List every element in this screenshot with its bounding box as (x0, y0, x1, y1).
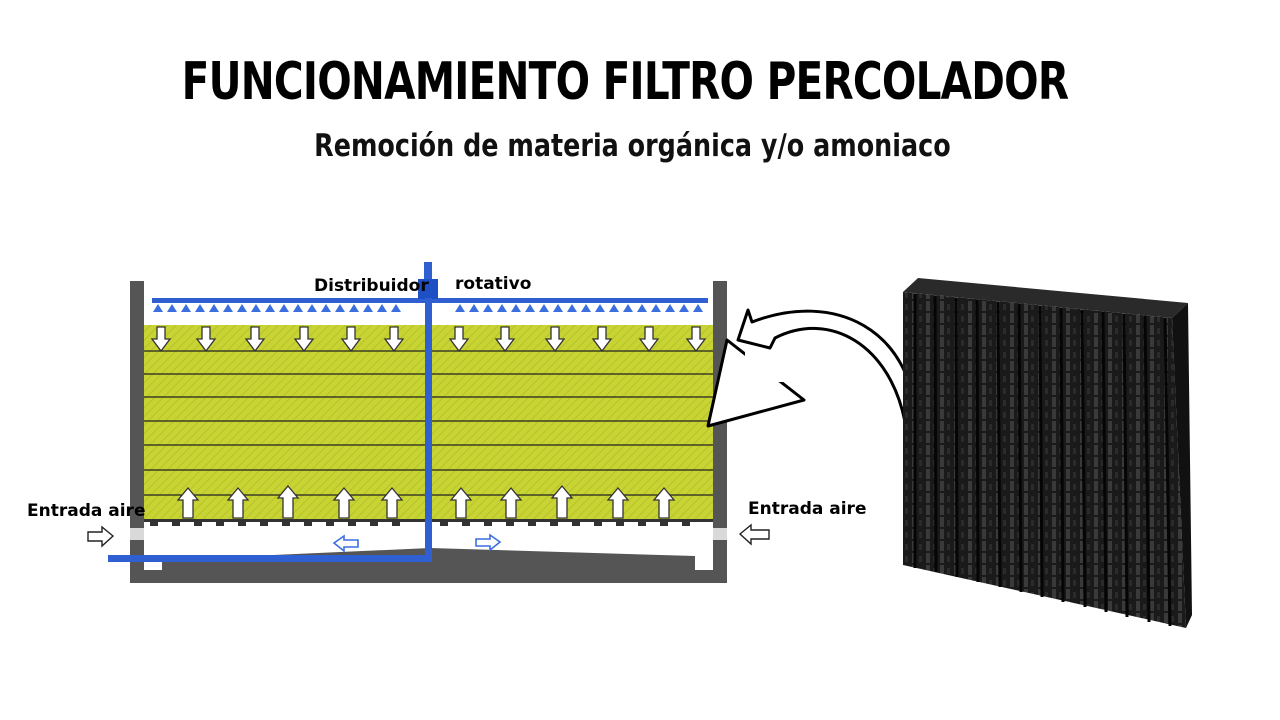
air-opening-right (713, 528, 727, 540)
arrow-down-icon (195, 326, 217, 353)
arrow-down-icon (685, 326, 707, 353)
arrow-down-icon (591, 326, 613, 353)
arrow-down-icon (383, 326, 405, 353)
air-inlet-left-label: Entrada aire (27, 501, 145, 521)
arrow-left-icon (332, 534, 359, 553)
arrow-down-icon (293, 326, 315, 353)
inlet-pipe (108, 555, 432, 562)
distributor-label: Distribuidor (314, 276, 429, 296)
air-inlet-right-label: Entrada aire (748, 499, 866, 519)
down-flow-arrows (150, 326, 707, 353)
arrow-right-icon (87, 525, 115, 548)
tank-floor (130, 570, 727, 583)
arrow-up-icon (276, 484, 300, 519)
arrow-down-icon (150, 326, 172, 353)
central-riser-pipe (425, 298, 432, 560)
distributor-shaft (424, 262, 432, 282)
plastic-media-block (903, 278, 1192, 628)
arrow-up-icon (652, 486, 676, 519)
tank-left-wall (130, 281, 144, 583)
arrow-up-icon (449, 486, 473, 519)
arrow-up-icon (176, 486, 200, 519)
up-air-arrows (176, 484, 676, 519)
air-inlet-arrows (87, 523, 770, 548)
underdrain-flow-arrows (332, 533, 502, 553)
arrow-left-icon (738, 523, 770, 546)
arrow-up-icon (332, 486, 356, 519)
page-title: FUNCIONAMIENTO FILTRO PERCOLADOR (181, 52, 1069, 112)
air-opening-left (130, 528, 144, 540)
rotary-label: rotativo (455, 274, 531, 294)
page-subtitle: Remoción de materia orgánica y/o amoniac… (314, 128, 951, 164)
arrow-down-icon (494, 326, 516, 353)
arrow-right-icon (475, 533, 502, 552)
arrow-up-icon (226, 486, 250, 519)
arrow-down-icon (448, 326, 470, 353)
arrow-down-icon (340, 326, 362, 353)
arrow-up-icon (550, 484, 574, 519)
arrow-down-icon (244, 326, 266, 353)
arrow-down-icon (544, 326, 566, 353)
distributor-nozzles (153, 304, 703, 312)
arrow-down-icon (638, 326, 660, 353)
influent-pipe (108, 298, 432, 562)
arrow-up-icon (380, 486, 404, 519)
arrow-up-icon (499, 486, 523, 519)
distributor-hub (418, 279, 438, 299)
curved-arrow-icon (736, 308, 918, 424)
arrow-up-icon (606, 486, 630, 519)
